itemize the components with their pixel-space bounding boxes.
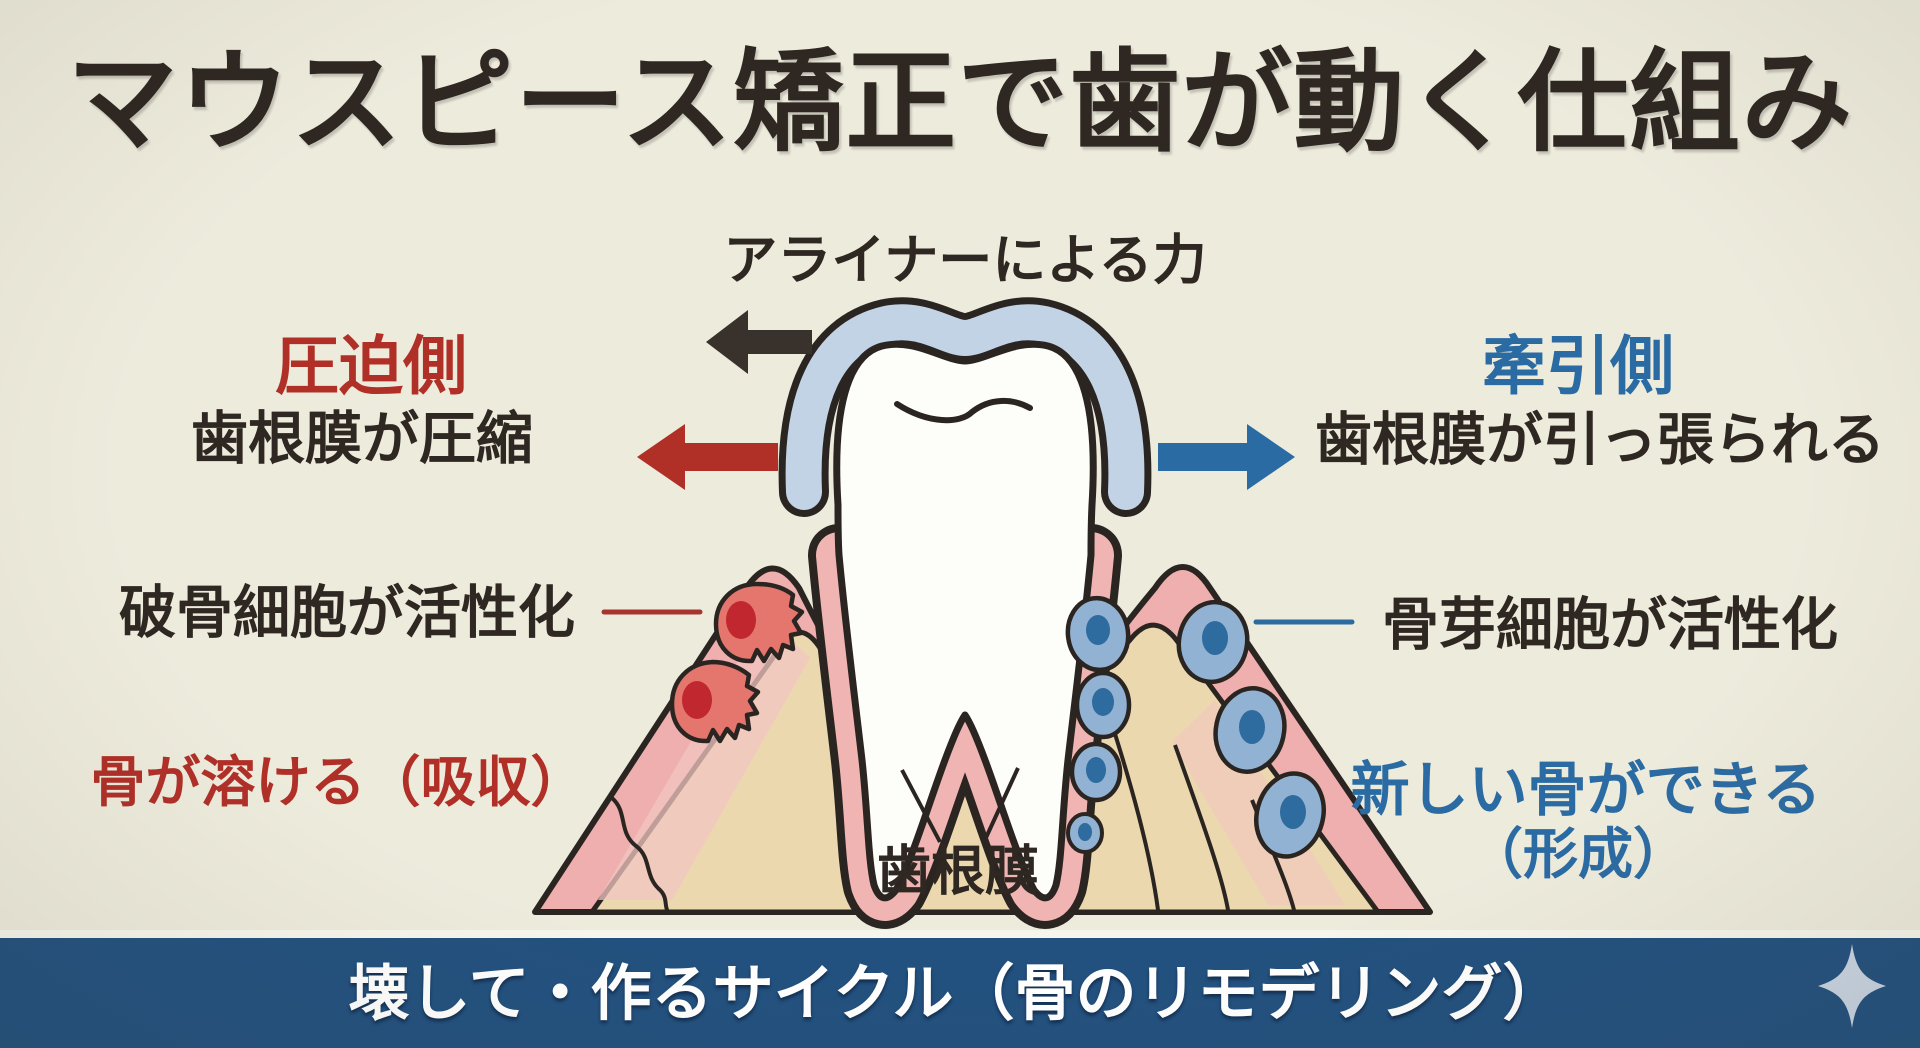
osteoblast-label: 骨芽細胞が活性化 (1382, 593, 1838, 658)
osteoclast-nucleus (726, 601, 756, 639)
osteoblast-nucleus (1280, 795, 1306, 829)
aligner-shape (785, 304, 1145, 510)
ligament-pointer-line (982, 767, 1020, 843)
footer-separator-line (0, 930, 1920, 938)
bone-resorption-label: 骨が溶ける（吸収） (90, 751, 586, 814)
bone-formation-label: 新しい骨ができる (1350, 757, 1822, 824)
compression-arrow-icon (637, 424, 778, 490)
osteoblast-nucleus (1086, 615, 1110, 645)
aligner-force-label: アライナーによる力 (723, 230, 1207, 291)
osteoclast-cell (713, 581, 805, 664)
tooth-occlusal-line (894, 397, 1033, 424)
osteoclast-nucleus (682, 681, 712, 719)
footer-bar (0, 938, 1920, 1048)
bone-formation-sub-label: （形成） (1467, 823, 1689, 886)
osteoblast-cell (1069, 741, 1123, 803)
osteoblast-cell (1065, 595, 1131, 673)
bone-contour-line (1173, 744, 1230, 911)
bone-contour-line (1106, 711, 1160, 911)
osteoclast-label: 破骨細胞が活性化 (119, 581, 575, 646)
compression-effect-label: 歯根膜が圧縮 (191, 407, 533, 472)
tooth-shape (833, 340, 1097, 902)
osteoblast-nucleus (1086, 757, 1106, 783)
tension-side-label: 牽引側 (1482, 330, 1674, 403)
osteoblast-cell (1176, 599, 1250, 685)
ligament-label: 歯根膜 (877, 841, 1039, 902)
osteoblast-cell (1066, 812, 1104, 854)
osteoblast-nucleus (1092, 688, 1114, 716)
bone-wash-left (598, 615, 810, 900)
osteoclast-cell (669, 659, 761, 744)
compression-side-label: 圧迫側 (275, 330, 467, 403)
osteoblast-nucleus (1078, 823, 1092, 841)
footer-label: 壊して・作るサイクル（骨のリモデリング） (348, 958, 1564, 1027)
osteoblast-cell (1074, 670, 1132, 740)
ligament-pointer-line (900, 769, 942, 843)
tension-effect-label: 歯根膜が引っ張られる (1315, 408, 1885, 473)
bone-crackle-line (610, 796, 670, 914)
page-title: マウスピース矯正で歯が動く仕組み (66, 40, 1854, 165)
osteoblast-cell (1254, 771, 1326, 859)
osteoblast-nucleus (1239, 710, 1265, 744)
osteoblast-cell (1213, 686, 1287, 774)
osteoblast-nucleus (1202, 621, 1228, 655)
force-arrow-icon (706, 310, 812, 374)
tension-arrow-icon (1158, 424, 1295, 490)
